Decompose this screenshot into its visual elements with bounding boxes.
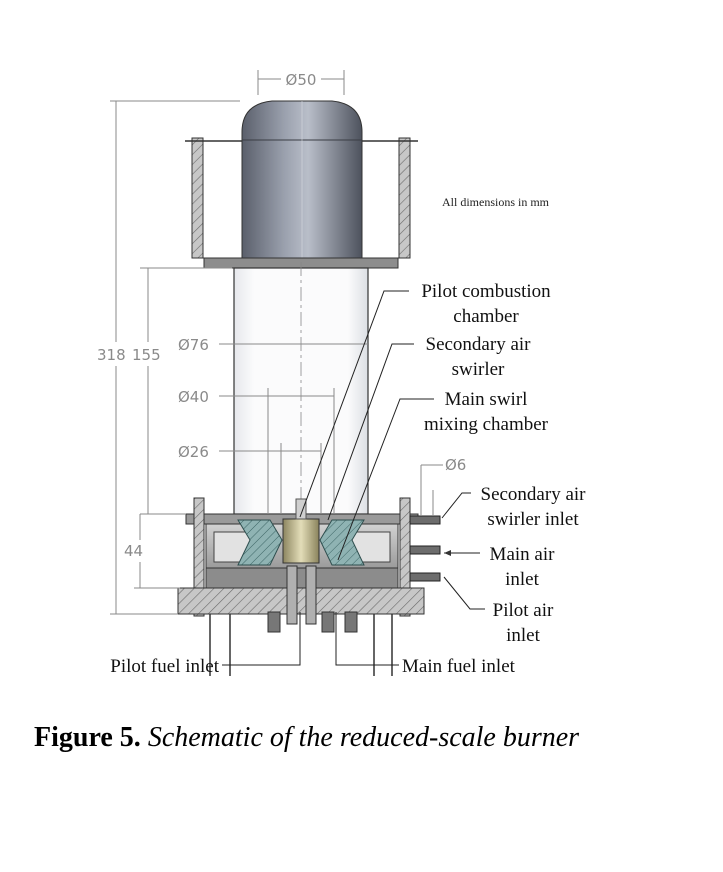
dim-inner-diameter: Ø26 <box>178 443 209 461</box>
dim-outer-diameter: Ø76 <box>178 336 209 354</box>
figure-caption-text: Schematic of the reduced-scale burner <box>147 722 580 753</box>
exhaust-cap <box>241 100 363 259</box>
label-secondary-inlet-1: Secondary air <box>481 484 587 505</box>
label-main-swirl-1: Main swirl <box>445 389 528 410</box>
label-main-fuel: Main fuel inlet <box>402 656 516 677</box>
label-secondary-swirler-2: swirler <box>452 359 505 380</box>
leader-lines <box>222 290 485 666</box>
dim-inlet-diameter: Ø6 <box>445 456 466 474</box>
dim-base-height: 44 <box>124 542 143 560</box>
dim-total-height: 318 <box>97 346 126 364</box>
figure-label: Figure 5. <box>34 722 141 753</box>
dim-mid-diameter: Ø40 <box>178 388 209 406</box>
label-pilot-chamber-1: Pilot combustion <box>421 281 551 302</box>
figure-caption: Figure 5. Schematic of the reduced-scale… <box>34 722 579 754</box>
label-secondary-inlet-2: swirler inlet <box>487 509 579 530</box>
label-main-swirl-2: mixing chamber <box>424 414 549 435</box>
label-secondary-swirler-1: Secondary air <box>426 334 532 355</box>
units-note: All dimensions in mm <box>442 195 550 209</box>
label-pilot-air-1: Pilot air <box>493 600 554 621</box>
base-assembly <box>177 497 441 676</box>
label-main-air-1: Main air <box>490 544 556 565</box>
label-pilot-chamber-2: chamber <box>453 306 519 327</box>
combustion-chamber <box>233 262 369 515</box>
dim-top-diameter: Ø50 <box>286 71 317 89</box>
dimension-lines <box>110 70 443 615</box>
dim-chamber-height: 155 <box>132 346 161 364</box>
label-pilot-air-2: inlet <box>506 625 540 646</box>
label-main-air-2: inlet <box>505 569 539 590</box>
label-pilot-fuel: Pilot fuel inlet <box>110 656 219 677</box>
